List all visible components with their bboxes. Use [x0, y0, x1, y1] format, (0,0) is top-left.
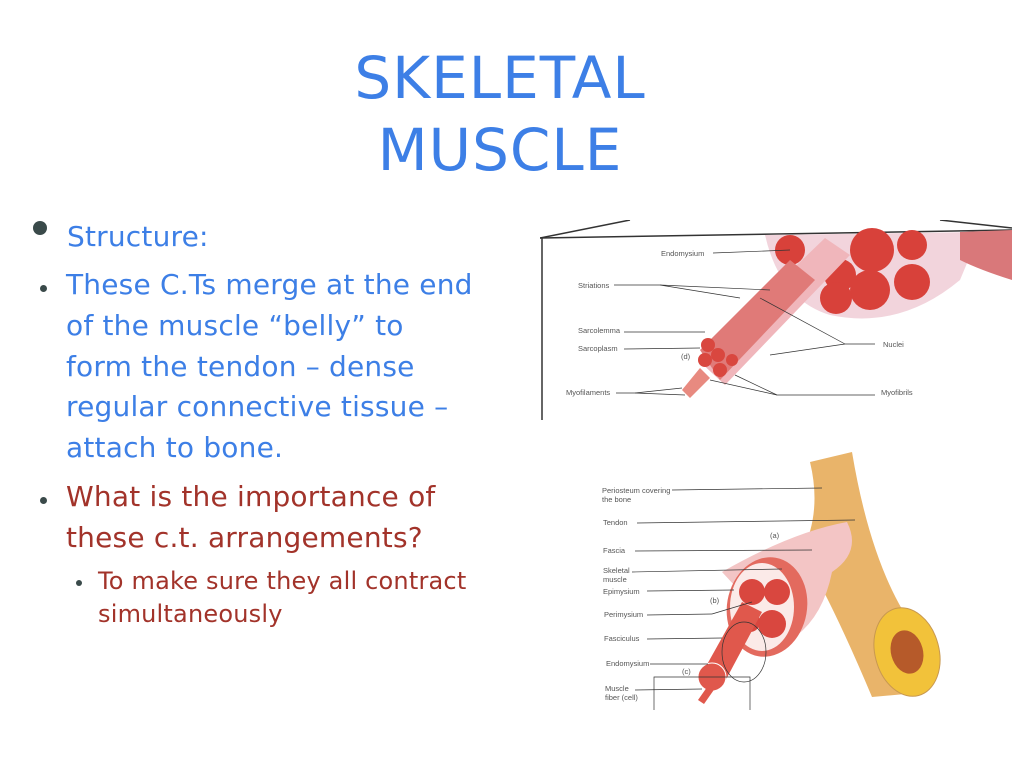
label-c: (c) — [682, 667, 691, 676]
answer-line: To make sure they all contract — [98, 567, 467, 595]
answer-line: simultaneously — [98, 600, 283, 628]
bullet-structure: Structure: — [67, 220, 209, 253]
bullet-text-line: of the muscle “belly” to — [66, 309, 404, 342]
muscle-fiber-illustration — [540, 220, 1012, 420]
bullet-icon — [33, 221, 47, 235]
label-skeletal-muscle-2: muscle — [603, 575, 627, 584]
label-sarcolemma: Sarcolemma — [578, 326, 621, 335]
slide-title-line2: MUSCLE — [377, 116, 623, 184]
label-perimysium: Perimysium — [604, 610, 644, 619]
bullet-icon — [40, 285, 47, 292]
label-fasciculus: Fasciculus — [604, 634, 640, 643]
label-endomysium: Endomysium — [661, 249, 705, 258]
label-sarcoplasm: Sarcoplasm — [578, 344, 618, 353]
bullet-text-line: regular connective tissue – — [66, 390, 449, 423]
muscle-bone-illustration — [631, 452, 941, 710]
label-striations: Striations — [578, 281, 610, 290]
question-line: What is the importance of — [66, 480, 436, 513]
bullet-text-line: These C.Ts merge at the end — [66, 268, 473, 301]
bullet-icon — [40, 497, 47, 504]
muscle-fiber-diagram: Endomysium Striations Sarcolemma Sarcopl… — [540, 220, 1012, 420]
bullet-text-line: attach to bone. — [66, 431, 284, 464]
label-myofibrils: Myofibrils — [881, 388, 913, 397]
label-periosteum-2: the bone — [602, 495, 632, 504]
label-endomysium: Endomysium — [606, 659, 650, 668]
sub-bullet-icon — [76, 580, 82, 586]
label-periosteum: Periosteum covering — [602, 486, 671, 495]
muscle-bone-diagram: Periosteum covering the bone Tendon (a) … — [572, 452, 960, 710]
label-myofilaments: Myofilaments — [566, 388, 611, 397]
label-skeletal-muscle: Skeletal — [603, 566, 630, 575]
label-tendon: Tendon — [603, 518, 628, 527]
label-a: (a) — [770, 531, 780, 540]
label-muscle-fiber: Muscle — [605, 684, 629, 693]
slide-title-line1: SKELETAL — [354, 44, 646, 112]
label-nuclei: Nuclei — [883, 340, 904, 349]
label-fascia: Fascia — [603, 546, 626, 555]
question-line: these c.t. arrangements? — [66, 521, 423, 554]
label-d: (d) — [681, 352, 691, 361]
label-b: (b) — [710, 596, 720, 605]
bullet-text-line: form the tendon – dense — [66, 350, 415, 383]
label-muscle-fiber-2: fiber (cell) — [605, 693, 638, 702]
label-epimysium: Epimysium — [603, 587, 640, 596]
